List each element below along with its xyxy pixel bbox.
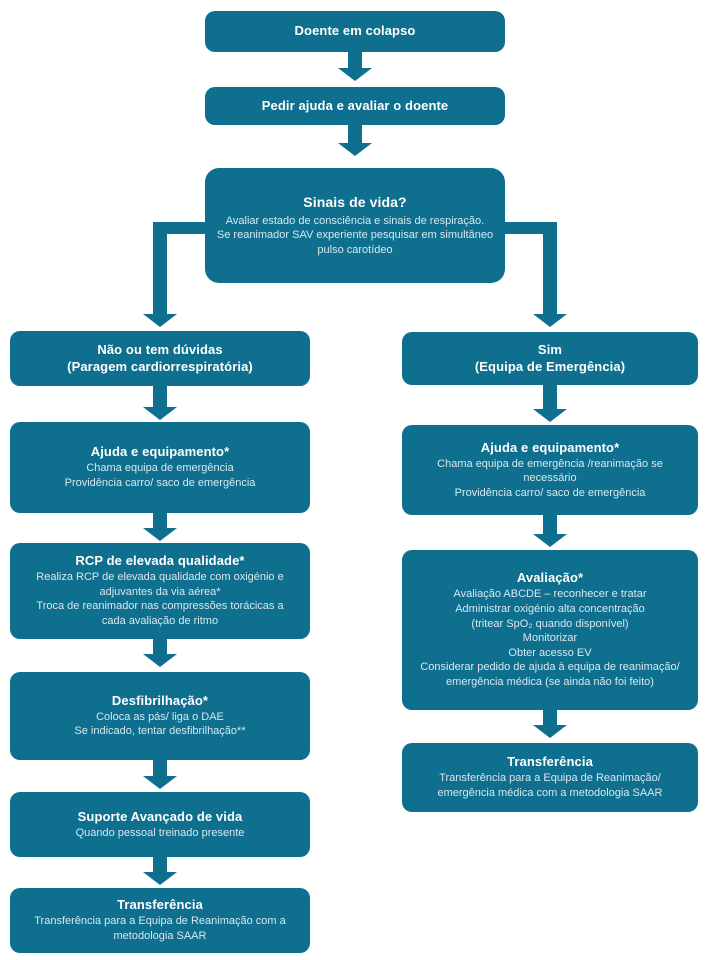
arrow-stem — [153, 760, 167, 776]
node-title: Sinais de vida? — [303, 194, 407, 211]
node-assessment: Avaliação* Avaliação ABCDE – reconhecer … — [402, 550, 698, 710]
arrow-start-to-ask — [338, 52, 372, 81]
connector-no-arrow-head-icon — [143, 314, 177, 327]
node-body-line: Providência carro/ saco de emergência — [454, 486, 646, 499]
node-title: Ajuda e equipamento* — [480, 439, 620, 455]
node-body-line: Realiza RCP de elevada qualidade com oxi… — [36, 571, 284, 598]
node-title: Avaliação* — [516, 570, 584, 586]
node-body-line: Transferência para a Equipa de Reanimaçã… — [437, 772, 663, 799]
arrow-head-icon — [143, 872, 177, 885]
node-body-line: Providência carro/ saco de emergência — [64, 476, 256, 489]
node-branch-no: Não ou tem dúvidas (Paragem cardiorrespi… — [10, 331, 310, 386]
arrow-head-icon — [533, 725, 567, 738]
arrow-stem — [153, 386, 167, 407]
node-subtitle: (Equipa de Emergência) — [474, 358, 626, 374]
node-body-line: Se reanimador SAV experiente pesquisar e… — [216, 229, 494, 256]
arrow-stem — [348, 125, 362, 143]
arrow-stem — [543, 710, 557, 725]
node-patient-collapse: Doente em colapso — [205, 11, 505, 52]
node-title: Transferência — [117, 897, 203, 913]
node-left-help-equipment: Ajuda e equipamento* Chama equipa de eme… — [10, 422, 310, 513]
arrow-head-icon — [533, 534, 567, 547]
connector-yes-arrow-head-icon — [533, 314, 567, 327]
node-title: Transferência — [507, 754, 593, 770]
node-body-line: Coloca as pás/ liga o DAE — [96, 710, 224, 723]
arrow-defib-to-als — [143, 760, 177, 789]
node-defibrillation: Desfibrilhação* Coloca as pás/ liga o DA… — [10, 672, 310, 760]
arrow-stem — [543, 515, 557, 534]
node-body-line: Transferência para a Equipa de Reanimaçã… — [34, 915, 286, 942]
arrow-als-to-transfer — [143, 857, 177, 885]
arrow-stem — [348, 52, 362, 68]
node-title: RCP de elevada qualidade* — [75, 553, 245, 569]
connector-no-vertical — [153, 222, 167, 314]
node-body-line: Se indicado, tentar desfibrilhação** — [74, 725, 246, 738]
node-title: Desfibrilhação* — [111, 692, 209, 708]
node-right-transfer: Transferência Transferência para a Equip… — [402, 743, 698, 812]
node-title: Sim — [537, 341, 563, 357]
node-body-line: Monitorizar — [522, 632, 578, 645]
node-title: Pedir ajuda e avaliar o doente — [261, 97, 449, 113]
node-subtitle: (Paragem cardiorrespiratória) — [67, 358, 253, 374]
node-branch-yes: Sim (Equipa de Emergência) — [402, 332, 698, 385]
arrow-head-icon — [533, 409, 567, 422]
connector-yes-vertical — [543, 222, 557, 314]
arrow-help-to-cpr — [143, 513, 177, 541]
node-title: Ajuda e equipamento* — [90, 444, 230, 460]
arrow-stem — [153, 639, 167, 654]
node-body-line: Considerar pedido de ajuda à equipa de r… — [420, 661, 680, 688]
arrow-help-to-assessment — [533, 515, 567, 547]
arrow-head-icon — [338, 68, 372, 81]
arrow-assessment-to-transfer — [533, 710, 567, 738]
arrow-stem — [153, 857, 167, 872]
node-title: Não ou tem dúvidas — [97, 341, 223, 357]
arrow-no-to-help — [143, 386, 177, 420]
arrow-stem — [543, 385, 557, 409]
arrow-head-icon — [143, 654, 177, 667]
node-body-line: Administrar oxigénio alta concentração — [455, 602, 645, 615]
node-title: Doente em colapso — [294, 23, 416, 39]
node-body-line: (tritear SpO₂ quando disponível) — [471, 617, 629, 630]
node-body-line: Quando pessoal treinado presente — [75, 826, 245, 839]
arrow-yes-to-help — [533, 385, 567, 422]
arrow-head-icon — [338, 143, 372, 156]
arrow-head-icon — [143, 407, 177, 420]
node-body-line: Obter acesso EV — [508, 646, 592, 659]
node-signs-of-life: Sinais de vida? Avaliar estado de consci… — [205, 168, 505, 283]
node-body-line: Chama equipa de emergência /reanimação s… — [437, 457, 663, 485]
arrow-ask-to-decision — [338, 125, 372, 156]
node-body-line: Chama equipa de emergência — [86, 462, 234, 475]
node-body-line: Avaliação ABCDE – reconhecer e tratar — [453, 588, 647, 601]
node-left-transfer: Transferência Transferência para a Equip… — [10, 888, 310, 953]
node-call-for-help: Pedir ajuda e avaliar o doente — [205, 87, 505, 125]
node-body-line: Troca de reanimador nas compressões torá… — [36, 600, 284, 628]
arrow-head-icon — [143, 776, 177, 789]
node-advanced-life-support: Suporte Avançado de vida Quando pessoal … — [10, 792, 310, 857]
node-body-line: Avaliar estado de consciência e sinais d… — [225, 214, 485, 227]
arrow-stem — [153, 513, 167, 528]
arrow-head-icon — [143, 528, 177, 541]
arrow-cpr-to-defib — [143, 639, 177, 667]
node-title: Suporte Avançado de vida — [77, 808, 243, 824]
node-high-quality-cpr: RCP de elevada qualidade* Realiza RCP de… — [10, 543, 310, 639]
node-right-help-equipment: Ajuda e equipamento* Chama equipa de eme… — [402, 425, 698, 515]
